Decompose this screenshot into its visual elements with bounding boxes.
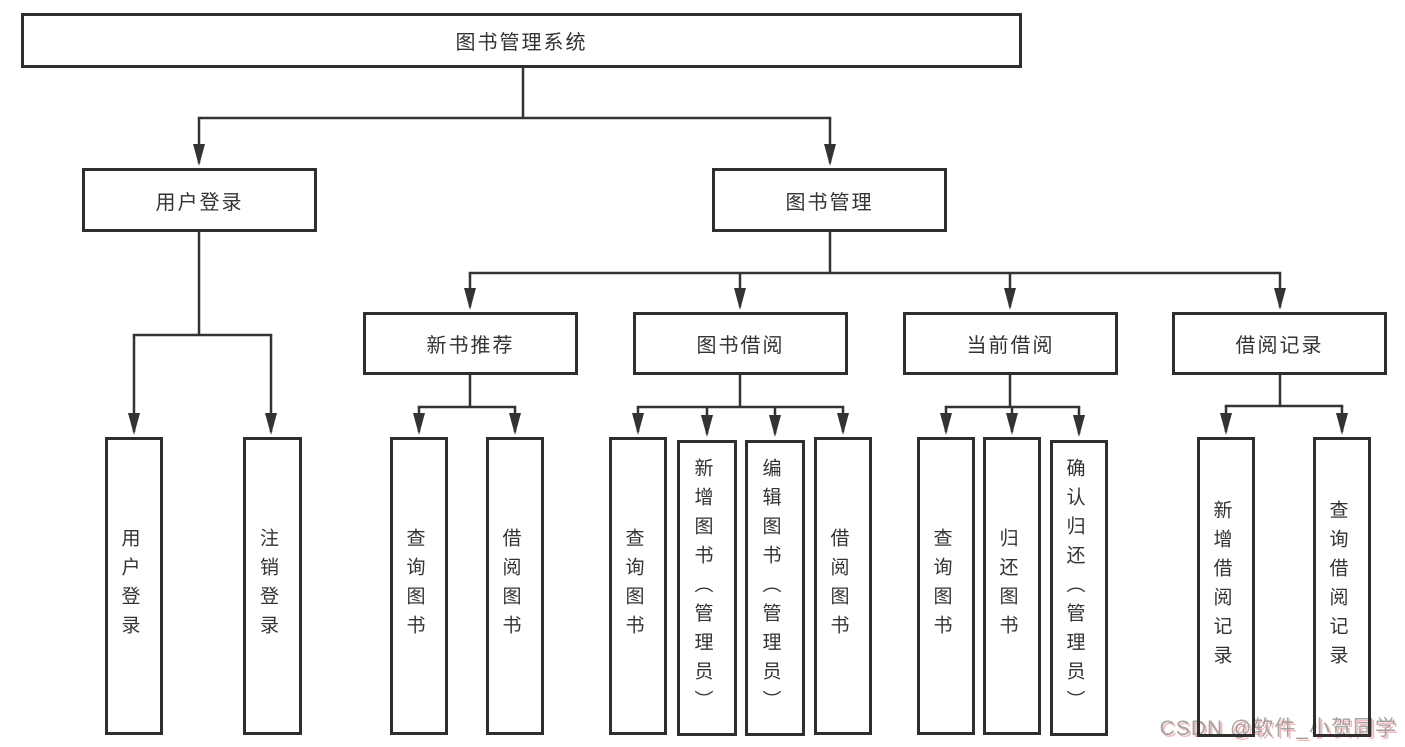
leaf-return-books: 归还图书 <box>983 437 1041 735</box>
leaf-query-borrow-record: 查询借阅记录 <box>1313 437 1371 737</box>
leaf-query-books-borrow: 查询图书 <box>609 437 667 735</box>
node-label: 注销登录 <box>257 528 278 644</box>
node-label: 图书借阅 <box>696 335 785 357</box>
node-new-book-recommend: 新书推荐 <box>363 312 578 375</box>
node-label: 归还图书 <box>996 528 1018 644</box>
node-label: 查询图书 <box>403 528 425 644</box>
node-root-library-system: 图书管理系统 <box>21 13 1022 68</box>
leaf-add-books-admin: 新增图书（管理员） <box>677 440 737 736</box>
leaf-add-borrow-record: 新增借阅记录 <box>1197 437 1255 737</box>
node-label: 确认归还（管理员） <box>1063 457 1085 719</box>
leaf-logout: 注销登录 <box>243 437 302 735</box>
node-label: 借阅图书 <box>499 528 521 644</box>
leaf-borrow-books: 借阅图书 <box>814 437 872 735</box>
node-label: 当前借阅 <box>966 335 1055 357</box>
leaf-user-login: 用户登录 <box>105 437 163 735</box>
leaf-query-books-current: 查询图书 <box>917 437 975 735</box>
node-label: 新书推荐 <box>426 335 515 357</box>
node-label: 图书管理系统 <box>455 32 588 54</box>
node-user-login: 用户登录 <box>82 168 317 232</box>
leaf-confirm-return-admin: 确认归还（管理员） <box>1050 440 1108 736</box>
node-label: 借阅记录 <box>1235 335 1324 357</box>
node-label: 查询借阅记录 <box>1326 500 1348 674</box>
node-label: 用户登录 <box>155 191 244 214</box>
node-borrowing-records: 借阅记录 <box>1172 312 1387 375</box>
node-label: 新增图书（管理员） <box>691 457 713 719</box>
leaf-edit-books-admin: 编辑图书（管理员） <box>745 440 805 736</box>
node-label: 借阅图书 <box>827 528 849 644</box>
node-book-management: 图书管理 <box>712 168 947 232</box>
node-label: 用户登录 <box>118 528 140 644</box>
node-label: 新增借阅记录 <box>1210 500 1232 674</box>
node-label: 查询图书 <box>622 528 644 644</box>
leaf-query-books-recommend: 查询图书 <box>390 437 448 735</box>
node-label: 查询图书 <box>930 528 952 644</box>
node-label: 编辑图书（管理员） <box>759 457 781 719</box>
leaf-borrow-books-recommend: 借阅图书 <box>486 437 544 735</box>
node-book-borrowing: 图书借阅 <box>633 312 848 375</box>
node-label: 图书管理 <box>785 191 874 214</box>
node-current-borrowing: 当前借阅 <box>903 312 1118 375</box>
